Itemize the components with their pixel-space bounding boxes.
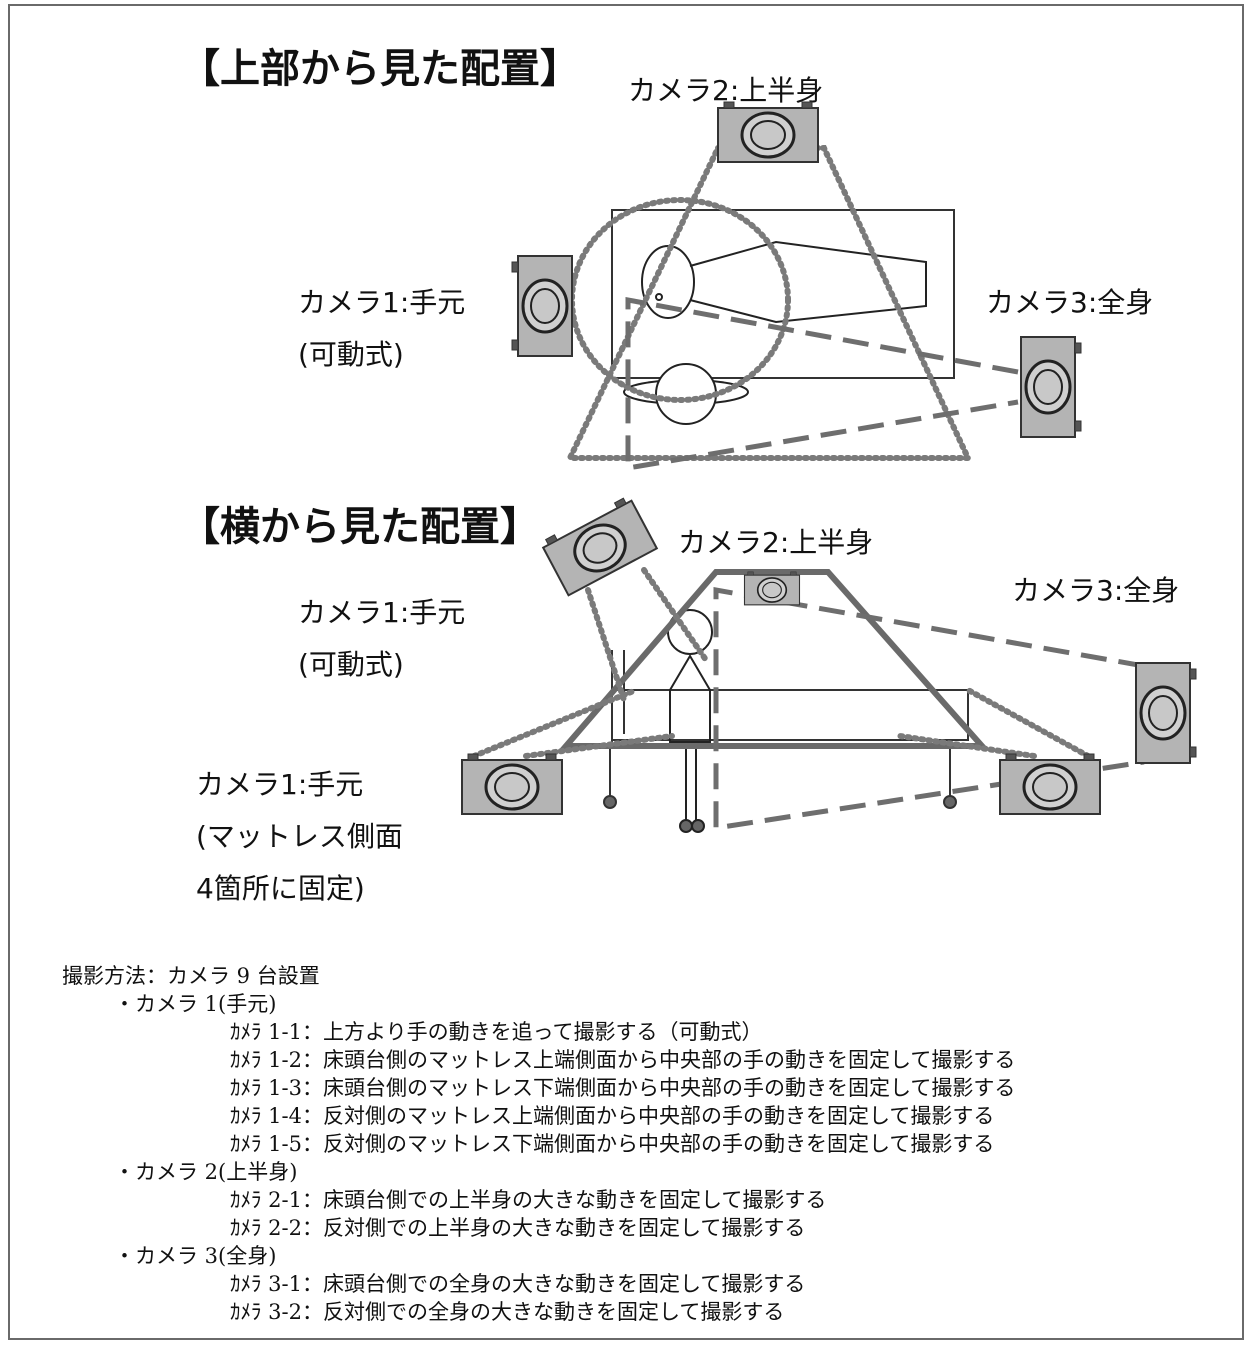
legend-item: ｶﾒﾗ 1-5：反対側のマットレス下端側面から中央部の手の動きを固定して撮影する [230, 1132, 995, 1156]
legend-item: ｶﾒﾗ 1-4：反対側のマットレス上端側面から中央部の手の動きを固定して撮影する [230, 1104, 995, 1128]
side-camera2-icon [743, 571, 801, 606]
top-camera1-sub: (可動式) [298, 338, 404, 371]
side-camera3-icon [1134, 661, 1198, 765]
side-camera1-sub: (可動式) [298, 648, 404, 681]
side-camera1-fixed-left-icon [460, 752, 564, 816]
top-camera1-label: カメラ1:手元 [298, 286, 465, 319]
side-camera1-label: カメラ1:手元 [298, 596, 465, 629]
top-camera3-icon [1019, 335, 1083, 439]
legend-group-2-label: ・カメラ 2(上半身) [114, 1160, 298, 1184]
top-camera1-icon [510, 254, 574, 358]
legend-item: ｶﾒﾗ 3-1：床頭台側での全身の大きな動きを固定して撮影する [230, 1272, 806, 1296]
side-view-title: 【横から見た配置】 [180, 504, 540, 550]
side-fixed-camera-view-fields [471, 687, 1091, 759]
top-camera3-label: カメラ3:全身 [986, 286, 1153, 319]
side-nurse-figure [667, 609, 713, 833]
legend-item: ｶﾒﾗ 1-1：上方より手の動きを追って撮影する（可動式） [230, 1020, 763, 1044]
figure-frame [8, 4, 1244, 1340]
side-camera3-view-field [713, 587, 1145, 831]
camera-layout-diagram: 【上部から見た配置】 カメラ2:上半身 カメラ1:手元 (可動式) カメラ3:全… [180, 46, 1198, 905]
top-view-title: 【上部から見た配置】 [180, 46, 580, 92]
top-bed-outline [611, 209, 955, 379]
side-camera1-movable-icon [538, 493, 659, 597]
legend-item: ｶﾒﾗ 1-2：床頭台側のマットレス上端側面から中央部の手の動きを固定して撮影す… [230, 1048, 1016, 1072]
side-fixed-label-2: (マットレス側面 [196, 820, 403, 853]
legend-item: ｶﾒﾗ 1-3：床頭台側のマットレス下端側面から中央部の手の動きを固定して撮影す… [230, 1076, 1016, 1100]
legend-item: ｶﾒﾗ 2-2：反対側での上半身の大きな動きを固定して撮影する [230, 1216, 806, 1240]
legend-heading: 撮影方法：カメラ 9 台設置 [62, 964, 320, 988]
top-camera3-view-field [625, 296, 1019, 471]
side-camera1-fixed-right-icon [998, 752, 1102, 816]
side-camera3-label: カメラ3:全身 [1012, 574, 1179, 607]
legend: 撮影方法：カメラ 9 台設置 ・カメラ 1(手元) ｶﾒﾗ 1-1：上方より手の… [62, 962, 1232, 1332]
top-camera2-icon [716, 100, 820, 164]
legend-item: ｶﾒﾗ 3-2：反対側での全身の大きな動きを固定して撮影する [230, 1300, 785, 1324]
legend-group-1-label: ・カメラ 1(手元) [114, 992, 277, 1016]
legend-group-3-label: ・カメラ 3(全身) [114, 1244, 277, 1268]
side-view: 【横から見た配置】 カメラ2:上半身 カメラ3:全身 カメラ1:手元 (可動式)… [180, 493, 1198, 905]
side-camera1-view-field [585, 567, 709, 703]
side-fixed-label-1: カメラ1:手元 [196, 768, 363, 801]
side-camera2-label: カメラ2:上半身 [678, 526, 873, 559]
top-view: 【上部から見た配置】 カメラ2:上半身 カメラ1:手元 (可動式) カメラ3:全… [180, 46, 1153, 471]
side-fixed-label-3: 4箇所に固定) [196, 872, 365, 905]
legend-item: ｶﾒﾗ 2-1：床頭台側での上半身の大きな動きを固定して撮影する [230, 1188, 827, 1212]
